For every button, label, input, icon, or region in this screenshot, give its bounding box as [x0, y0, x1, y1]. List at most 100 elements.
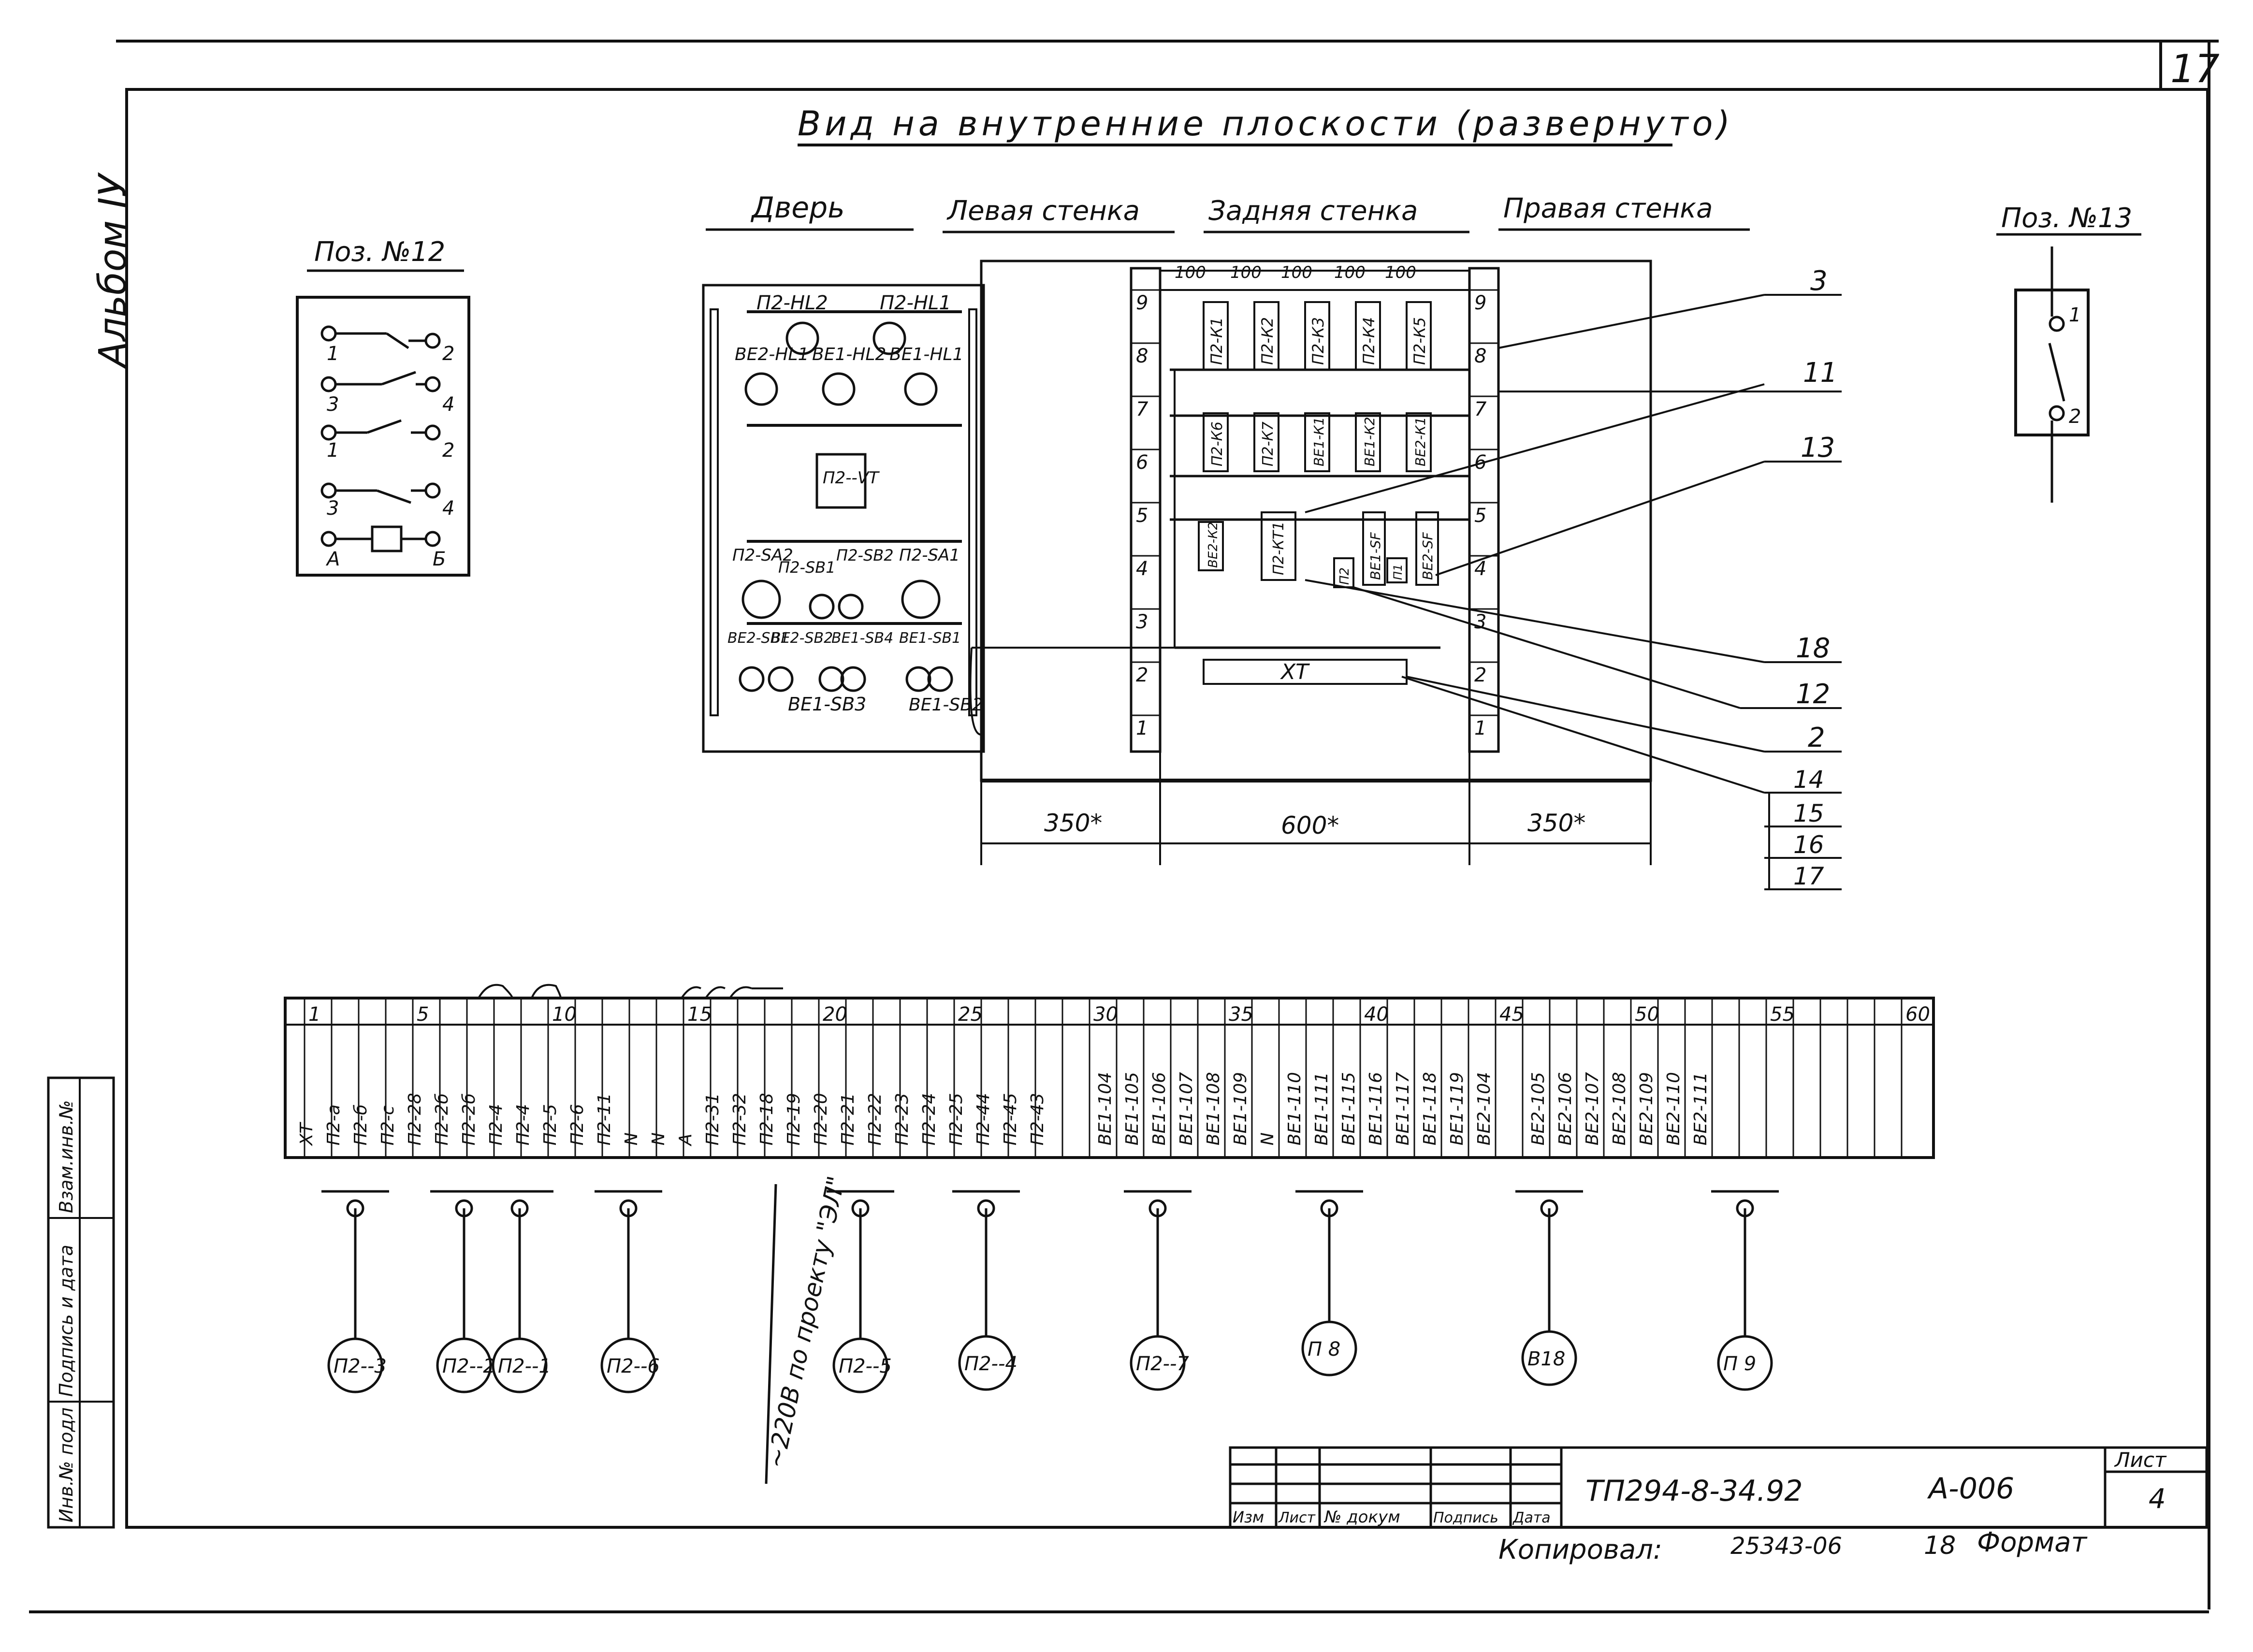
- cable-marker: [1717, 1335, 1773, 1391]
- terminal-label: П2-22: [865, 1093, 885, 1145]
- terminal-label: N: [649, 1132, 669, 1145]
- svg-text:ВЕ2-SF: ВЕ2-SF: [1420, 532, 1436, 580]
- rail-number: 1: [1474, 717, 1486, 739]
- terminal-label: П2-4: [513, 1104, 533, 1145]
- svg-text:3: 3: [327, 497, 339, 520]
- svg-text:П2-SA1: П2-SA1: [899, 546, 960, 565]
- svg-text:П2-SB2: П2-SB2: [836, 546, 894, 565]
- terminal-number: 15: [687, 1003, 712, 1026]
- svg-text:П2--VT: П2--VT: [823, 468, 880, 488]
- svg-text:Изм: Изм: [1233, 1508, 1264, 1526]
- svg-text:4: 4: [442, 393, 454, 416]
- svg-text:100: 100: [1230, 263, 1262, 282]
- terminal-label: ВЕ1-111: [1312, 1072, 1332, 1145]
- terminal-number: 30: [1093, 1003, 1118, 1026]
- pos12-diagram: 1 2 3 4 1 2 3 4 А Б: [296, 296, 470, 577]
- terminal-label: П2-19: [784, 1093, 804, 1145]
- svg-text:2: 2: [442, 439, 454, 462]
- sheet-number: 4: [2149, 1483, 2166, 1515]
- format-prefix: 18: [1924, 1531, 1956, 1560]
- cable-marker: [958, 1335, 1014, 1391]
- terminal-label: П2-31: [703, 1093, 723, 1145]
- svg-text:Взам.инв.№: Взам.инв.№: [56, 1100, 77, 1213]
- svg-text:12: 12: [1796, 679, 1830, 710]
- terminal-label: А: [676, 1133, 696, 1146]
- svg-text:11: 11: [1803, 357, 1837, 389]
- cable-marker: [600, 1337, 656, 1393]
- svg-text:П2-SA2: П2-SA2: [732, 546, 793, 565]
- terminal-label: ВЕ1-107: [1177, 1072, 1196, 1145]
- cable-label: П2--7: [1136, 1353, 1189, 1375]
- terminal-label: ВЕ2-107: [1583, 1072, 1602, 1145]
- sheet-code: А-006: [1927, 1472, 2014, 1506]
- svg-text:100: 100: [1334, 263, 1366, 282]
- terminal-number: 1: [308, 1003, 320, 1026]
- drawing-title: Вид на внутренние плоскости (развернуто): [798, 104, 1734, 144]
- terminal-label: ВЕ1-115: [1339, 1072, 1359, 1145]
- terminal-number: 40: [1364, 1003, 1389, 1026]
- svg-text:15: 15: [1793, 799, 1824, 827]
- svg-text:Дата: Дата: [1512, 1509, 1551, 1526]
- svg-text:П1: П1: [1391, 564, 1405, 580]
- rail-number: 5: [1474, 505, 1486, 527]
- terminal-label: ВЕ2-109: [1637, 1072, 1657, 1145]
- terminal-label: П2-5: [540, 1104, 560, 1145]
- svg-text:П2-НL1: П2-НL1: [880, 292, 951, 314]
- copied-by: Копировал:: [1498, 1534, 1662, 1565]
- terminal-number: 50: [1635, 1003, 1659, 1026]
- svg-text:ВЕ2-К2: ВЕ2-К2: [1206, 522, 1221, 568]
- svg-text:П2-К3: П2-К3: [1309, 317, 1327, 365]
- terminal-label: ВЕ1-109: [1231, 1072, 1250, 1145]
- svg-text:ВЕ1-SB1: ВЕ1-SB1: [899, 630, 961, 647]
- terminal-label: П2-23: [892, 1093, 912, 1145]
- terminal-label: ХТ: [297, 1121, 317, 1146]
- terminal-number: 60: [1905, 1003, 1930, 1026]
- cable-label: В18: [1527, 1348, 1565, 1370]
- rail-number: 3: [1136, 611, 1148, 633]
- doc-code: ТП294-8-34.92: [1585, 1474, 1803, 1508]
- terminal-label: П2-6: [567, 1104, 587, 1145]
- terminal-label: ВЕ1-105: [1122, 1072, 1142, 1145]
- terminal-number: 20: [823, 1003, 847, 1026]
- door-panel: П2-НL2 П2-НL1 ВЕ2-НL1 ВЕ1-НL2 ВЕ1-НL1 П2…: [702, 284, 985, 753]
- svg-text:П2-К6: П2-К6: [1209, 421, 1226, 466]
- terminal-label: П2-28: [405, 1093, 425, 1145]
- terminal-number: 55: [1770, 1003, 1795, 1026]
- terminal-label: ВЕ2-108: [1610, 1072, 1629, 1145]
- svg-text:100: 100: [1175, 263, 1206, 282]
- terminal-label: ВЕ2-106: [1555, 1072, 1575, 1145]
- rail-number: 3: [1474, 611, 1486, 633]
- svg-text:П2-НL2: П2-НL2: [756, 292, 828, 314]
- svg-text:3: 3: [327, 393, 339, 416]
- svg-text:100: 100: [1281, 263, 1312, 282]
- terminal-label: П2-б: [351, 1104, 371, 1145]
- cable-label: П2--2: [442, 1355, 495, 1377]
- cable-marker: [436, 1337, 492, 1393]
- svg-text:П2-К7: П2-К7: [1260, 421, 1277, 466]
- heading-door: Дверь: [750, 191, 845, 225]
- svg-text:100: 100: [1385, 263, 1416, 282]
- terminal-label: П2-45: [1001, 1093, 1020, 1145]
- svg-text:Лист: Лист: [2114, 1448, 2167, 1472]
- svg-text:П2-SB1: П2-SB1: [778, 558, 836, 577]
- terminal-label: ВЕ1-108: [1204, 1072, 1223, 1145]
- svg-text:13: 13: [1801, 432, 1835, 464]
- terminal-label: ВЕ1-104: [1095, 1072, 1115, 1145]
- svg-text:1: 1: [327, 439, 339, 462]
- terminal-label: П2-с: [378, 1105, 398, 1145]
- svg-text:17: 17: [1793, 862, 1824, 890]
- terminal-number: 10: [552, 1003, 577, 1026]
- terminal-label: П2-43: [1028, 1093, 1047, 1145]
- terminal-label: П2-32: [730, 1093, 750, 1145]
- terminal-number: 5: [417, 1003, 429, 1026]
- terminal-label: ВЕ2-104: [1474, 1072, 1494, 1145]
- cable-label: П2--3: [334, 1355, 387, 1377]
- rail-number: 1: [1136, 717, 1148, 739]
- terminal-label: ВЕ1-110: [1285, 1072, 1305, 1145]
- rail-number: 8: [1136, 345, 1148, 367]
- cable-marker: [832, 1337, 888, 1393]
